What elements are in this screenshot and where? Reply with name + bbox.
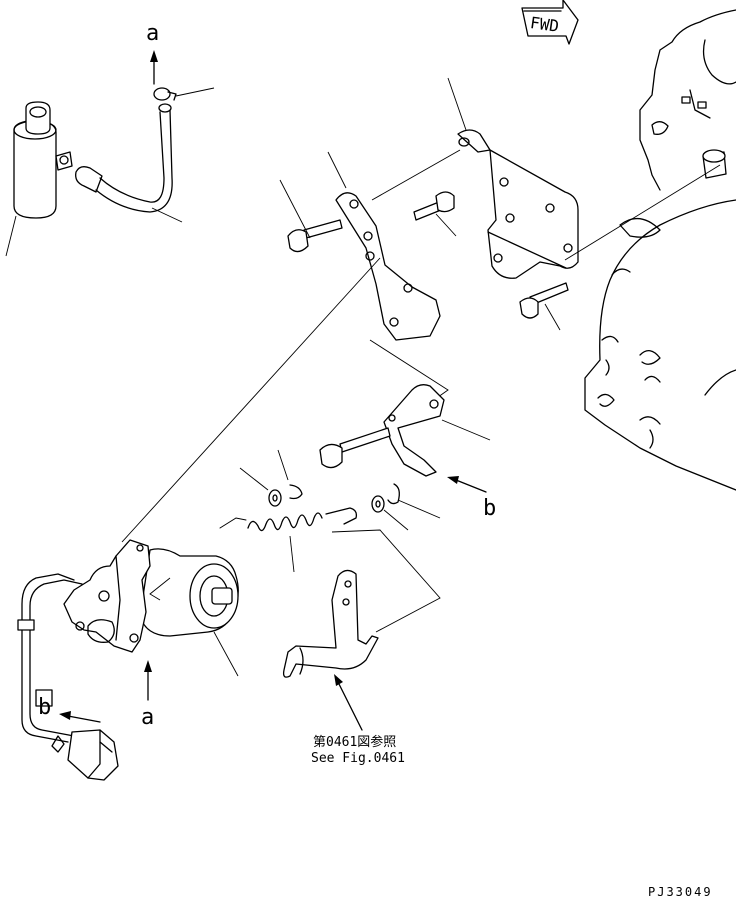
left-mounting-bracket xyxy=(327,149,461,341)
return-spring xyxy=(219,507,358,573)
engine-block xyxy=(584,9,736,491)
callout-b-right-label: b xyxy=(483,496,496,521)
bracket-bolt-upper-left xyxy=(279,179,343,253)
callout-b-left-label: b xyxy=(38,695,51,720)
callout-a-bottom: a xyxy=(141,660,154,730)
washer-and-clip xyxy=(239,449,303,507)
bracket-bolt-lower-right xyxy=(519,282,569,331)
hose-clamp xyxy=(153,87,215,101)
right-mounting-bracket xyxy=(447,77,721,279)
figure-reference: 第0461図参照 See Fig.0461 xyxy=(311,674,405,766)
callout-b-right: b xyxy=(447,476,496,521)
actuator-motor xyxy=(63,257,381,677)
lower-stop-bracket xyxy=(369,339,491,477)
fwd-direction-badge: FWD xyxy=(521,0,579,45)
callout-b-left: b xyxy=(38,695,101,723)
bracket-bolt-upper-middle xyxy=(413,191,457,237)
callout-a-top: a xyxy=(146,21,159,85)
solenoid-valve xyxy=(5,101,73,257)
figure-ref-english: See Fig.0461 xyxy=(311,751,405,766)
stop-bolt xyxy=(319,427,391,469)
wire-harness xyxy=(17,573,119,781)
callout-a-top-label: a xyxy=(146,21,159,46)
washer-and-clip-right xyxy=(371,483,441,531)
callout-a-bottom-label: a xyxy=(141,705,154,730)
drawing-number: PJ33049 xyxy=(648,885,713,899)
lever-arm xyxy=(282,529,441,678)
fwd-label: FWD xyxy=(529,13,560,36)
hose xyxy=(75,103,183,223)
figure-ref-japanese: 第0461図参照 xyxy=(313,734,396,750)
